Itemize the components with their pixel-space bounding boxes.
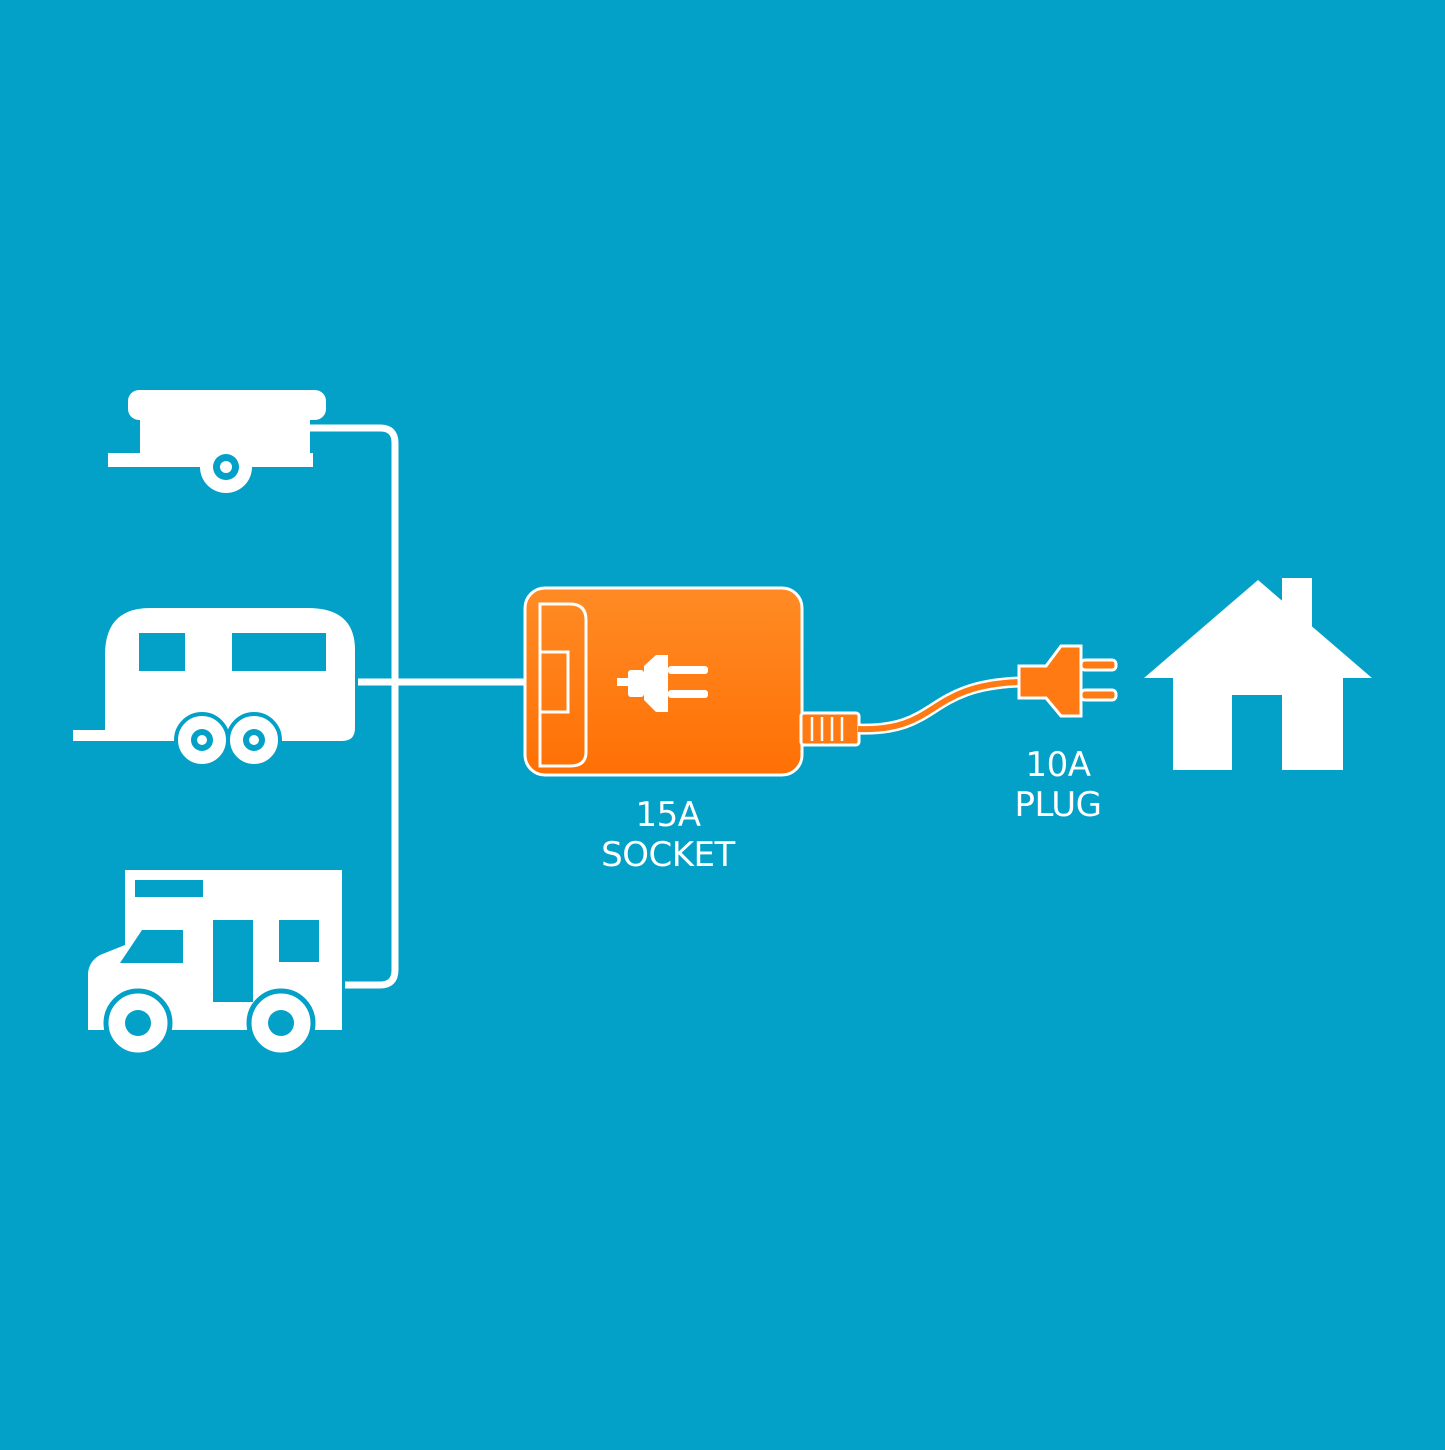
socket-slot [538,602,588,768]
plug-icon [1017,644,1118,718]
caravan-icon [73,608,355,768]
box-trailer-icon [108,390,326,493]
plug-type: PLUG [1014,785,1102,825]
house-icon [1144,578,1372,770]
socket-type: SOCKET [601,835,735,875]
strain-relief [799,711,861,747]
motorhome-icon [88,870,342,1058]
vertical-bus-line [310,424,399,989]
plug-label: 10A PLUG [968,745,1148,825]
plug-rating: 10A [1025,745,1091,785]
orange-cable [857,676,1021,735]
socket-box-icon [523,586,861,777]
socket-rating: 15A [635,795,701,835]
socket-label: 15A SOCKET [568,795,768,875]
inner-plug-icon [617,655,708,712]
